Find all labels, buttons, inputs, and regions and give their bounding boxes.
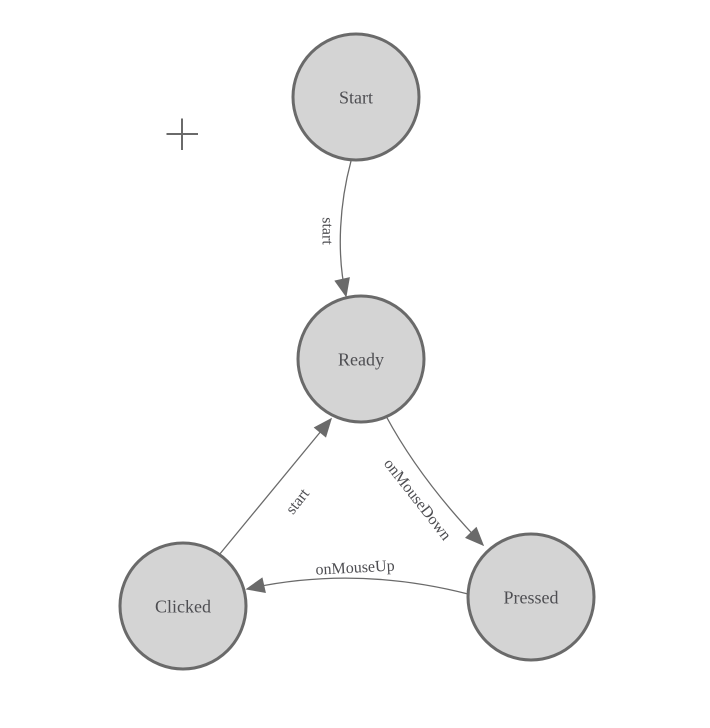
edge-start-to-ready[interactable]: start: [318, 160, 352, 298]
transition-label: start: [283, 485, 314, 518]
transition-line: [334, 160, 352, 298]
state-label: Pressed: [504, 587, 559, 607]
edge-ready-to-pressed[interactable]: onMouseDown: [380, 415, 485, 547]
transition-line: [218, 417, 333, 556]
state-circle: [291, 32, 421, 162]
state-circle: [296, 294, 426, 424]
edge-pressed-to-clicked[interactable]: onMouseUp: [245, 558, 469, 595]
state-label: Start: [339, 87, 373, 107]
transition-line: [385, 415, 485, 547]
state-label: Clicked: [155, 596, 211, 616]
state-node-clicked[interactable]: Clicked: [118, 541, 248, 671]
transition-label: onMouseUp: [315, 558, 395, 579]
state-node-ready[interactable]: Ready: [296, 294, 426, 424]
edge-clicked-to-ready[interactable]: start: [218, 417, 333, 556]
transition-label: start: [318, 217, 335, 245]
state-label: Ready: [338, 349, 384, 369]
state-circle: [466, 532, 596, 662]
state-node-start[interactable]: Start: [291, 32, 421, 162]
state-circle: [118, 541, 248, 671]
crosshair-icon: [166, 118, 198, 150]
transition-line: [245, 577, 469, 595]
state-node-pressed[interactable]: Pressed: [466, 532, 596, 662]
